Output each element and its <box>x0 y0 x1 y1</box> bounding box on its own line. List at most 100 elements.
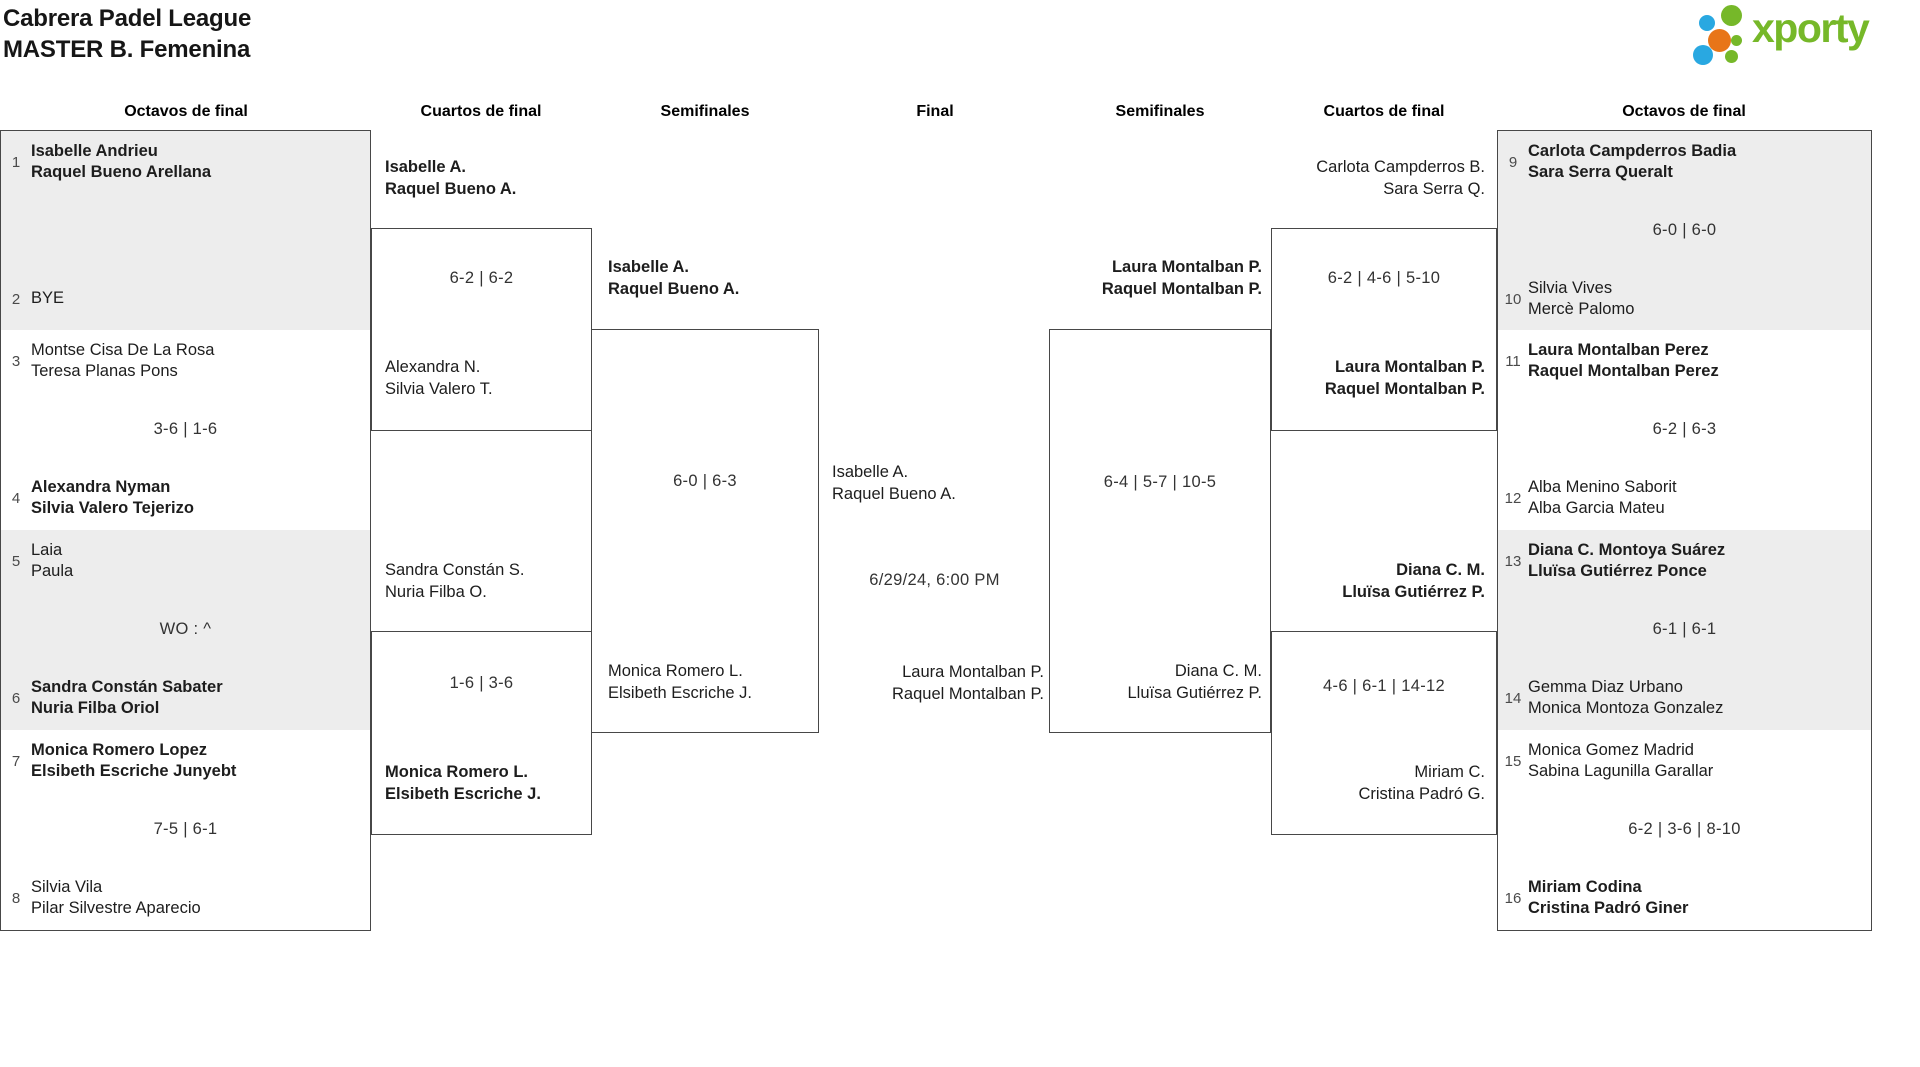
seed-number: 7 <box>11 752 21 770</box>
team-names: Silvia Vives Mercè Palomo <box>1528 276 1863 322</box>
seed-number: 2 <box>11 290 21 308</box>
team-player-2: Sabina Lagunilla Garallar <box>1528 762 1714 780</box>
match-box-octavos-l4: 7 Monica Romero Lopez Elsibeth Escriche … <box>0 730 371 931</box>
team-player-2: Lluïsa Gutiérrez P. <box>1127 683 1262 702</box>
logo-dot-green-small-2 <box>1725 50 1738 63</box>
team-player-1: Laia <box>31 540 63 559</box>
logo-dot-green-small <box>1731 35 1742 46</box>
team-names: Isabelle A. Raquel Bueno A. <box>608 257 739 300</box>
seed-number: 4 <box>11 489 21 507</box>
connector-box-cuartos-right-1 <box>1271 228 1497 431</box>
connector-box-cuartos-left-2 <box>371 631 592 835</box>
team-player-2: Elsibeth Escriche J. <box>385 784 541 803</box>
team-player-2: Elsibeth Escriche J. <box>608 683 752 702</box>
xporty-logo[interactable]: xporty <box>1688 0 1920 72</box>
round-header-cuartos-left: Cuartos de final <box>420 103 542 120</box>
team-player-2: Silvia Valero Tejerizo <box>31 499 194 517</box>
team-player-2: Raquel Montalban P. <box>1101 279 1262 298</box>
match-score <box>1 218 370 243</box>
team-player-1: Monica Romero Lopez <box>31 740 208 759</box>
team-player-2: Lluïsa Gutiérrez P. <box>1342 582 1485 601</box>
round-header-semifinales-right: Semifinales <box>1115 103 1205 120</box>
team-player-1: Montse Cisa De La Rosa <box>31 340 215 359</box>
team-player-1: Alexandra N. <box>385 358 481 376</box>
team-player-1: BYE <box>31 289 65 308</box>
connector-box-cuartos-left-1 <box>371 228 592 431</box>
seed-number: 14 <box>1504 689 1522 707</box>
team-names: Isabelle A. Raquel Bueno A. <box>385 157 516 200</box>
round-header-cuartos-right: Cuartos de final <box>1323 103 1445 120</box>
team-player-1: Sandra Constán S. <box>385 561 525 579</box>
team-names: Sandra Constán S. Nuria Filba O. <box>385 560 524 603</box>
round-header-octavos-right: Octavos de final <box>1622 103 1746 120</box>
match-box-octavos-l1: 1 Isabelle Andrieu Raquel Bueno Arellana… <box>0 130 371 331</box>
team-player-1: Isabelle A. <box>832 463 909 481</box>
team-player-1: Laura Montalban P. <box>1111 258 1262 276</box>
team-player-2: Paula <box>31 562 74 580</box>
team-names: Laura Montalban Perez Raquel Montalban P… <box>1528 338 1863 384</box>
team-player-1: Monica Romero L. <box>385 763 529 781</box>
tournament-name: Cabrera Padel League <box>3 5 252 32</box>
page-title: Cabrera Padel League MASTER B. Femenina <box>3 3 251 65</box>
team-names: Carlota Campderros Badia Sara Serra Quer… <box>1528 139 1863 185</box>
match-box-octavos-l2: 3 Montse Cisa De La Rosa Teresa Planas P… <box>0 330 371 531</box>
match-score: 6-2 | 6-2 <box>449 269 514 287</box>
match-schedule: 6/29/24, 6:00 PM <box>869 571 1000 589</box>
match-score: 6-4 | 5-7 | 10-5 <box>1103 473 1217 491</box>
team-player-1: Laura Montalban Perez <box>1528 340 1709 359</box>
seed-number: 3 <box>11 352 21 370</box>
match-box-octavos-r2: 11 Laura Montalban Perez Raquel Montalba… <box>1497 330 1872 531</box>
team-names: Laura Montalban P. Raquel Montalban P. <box>819 662 1044 705</box>
team-player-1: Laura Montalban P. <box>1334 358 1485 376</box>
seed-number: 16 <box>1504 889 1522 907</box>
team-names: Alexandra N. Silvia Valero T. <box>385 357 493 400</box>
team-names: Monica Romero L. Elsibeth Escriche J. <box>608 661 752 704</box>
match-score: 7-5 | 6-1 <box>153 820 218 838</box>
team-names: Miriam Codina Cristina Padró Giner <box>1528 875 1863 921</box>
team-player-2: Raquel Bueno A. <box>832 484 956 503</box>
team-player-1: Isabelle A. <box>385 158 467 176</box>
team-names: Laura Montalban P. Raquel Montalban P. <box>1049 257 1262 300</box>
match-box-octavos-r3: 13 Diana C. Montoya Suárez Lluïsa Gutiér… <box>1497 530 1872 731</box>
team-player-2: Alba Garcia Mateu <box>1528 499 1665 517</box>
team-names: Diana C. Montoya Suárez Lluïsa Gutiérrez… <box>1528 538 1863 584</box>
team-player-1: Sandra Constán Sabater <box>31 677 223 696</box>
team-names: Diana C. M. Lluïsa Gutiérrez P. <box>1049 661 1262 704</box>
team-player-1: Isabelle A. <box>608 258 690 276</box>
team-player-1: Alexandra Nyman <box>31 477 171 496</box>
round-header-semifinales-left: Semifinales <box>660 103 750 120</box>
team-player-1: Silvia Vila <box>31 877 103 896</box>
team-player-2: Nuria Filba Oriol <box>31 699 160 717</box>
match-score: 1-6 | 3-6 <box>449 674 514 692</box>
team-player-2: Raquel Montalban Perez <box>1528 362 1719 380</box>
team-player-2: Cristina Padró G. <box>1358 784 1485 803</box>
connector-box-semifinal-left <box>591 329 819 733</box>
team-names: Gemma Diaz Urbano Monica Montoza Gonzale… <box>1528 675 1863 721</box>
team-player-1: Carlota Campderros Badia <box>1528 141 1737 160</box>
team-names: Alba Menino Saborit Alba Garcia Mateu <box>1528 475 1863 521</box>
team-names: Sandra Constán Sabater Nuria Filba Oriol <box>31 675 362 721</box>
team-player-1: Miriam C. <box>1414 763 1485 781</box>
seed-number: 11 <box>1505 352 1521 370</box>
team-names: Isabelle Andrieu Raquel Bueno Arellana <box>31 139 362 185</box>
seed-number: 12 <box>1504 489 1522 507</box>
seed-number: 1 <box>11 153 21 171</box>
match-score: 4-6 | 6-1 | 14-12 <box>1323 677 1445 695</box>
round-header-octavos-left: Octavos de final <box>124 103 248 120</box>
logo-dot-blue-small <box>1699 15 1715 31</box>
team-player-2: Raquel Bueno A. <box>385 179 517 198</box>
team-player-2: Monica Montoza Gonzalez <box>1528 699 1724 717</box>
team-names: Laura Montalban P. Raquel Montalban P. <box>1271 357 1485 400</box>
logo-dot-blue-large <box>1693 45 1713 65</box>
team-player-1: Diana C. M. <box>1174 662 1262 680</box>
match-box-octavos-r4: 15 Monica Gomez Madrid Sabina Lagunilla … <box>1497 730 1872 931</box>
team-player-2: Raquel Montalban P. <box>1324 379 1485 398</box>
team-player-2: Pilar Silvestre Aparecio <box>31 899 201 917</box>
team-names: Monica Romero L. Elsibeth Escriche J. <box>385 762 541 805</box>
team-player-1: Gemma Diaz Urbano <box>1528 677 1683 696</box>
seed-number: 8 <box>11 889 21 907</box>
match-score: 6-1 | 6-1 <box>1652 620 1717 638</box>
seed-number: 6 <box>11 689 21 707</box>
team-player-2: Silvia Valero T. <box>385 379 493 398</box>
team-names: Alexandra Nyman Silvia Valero Tejerizo <box>31 475 362 521</box>
